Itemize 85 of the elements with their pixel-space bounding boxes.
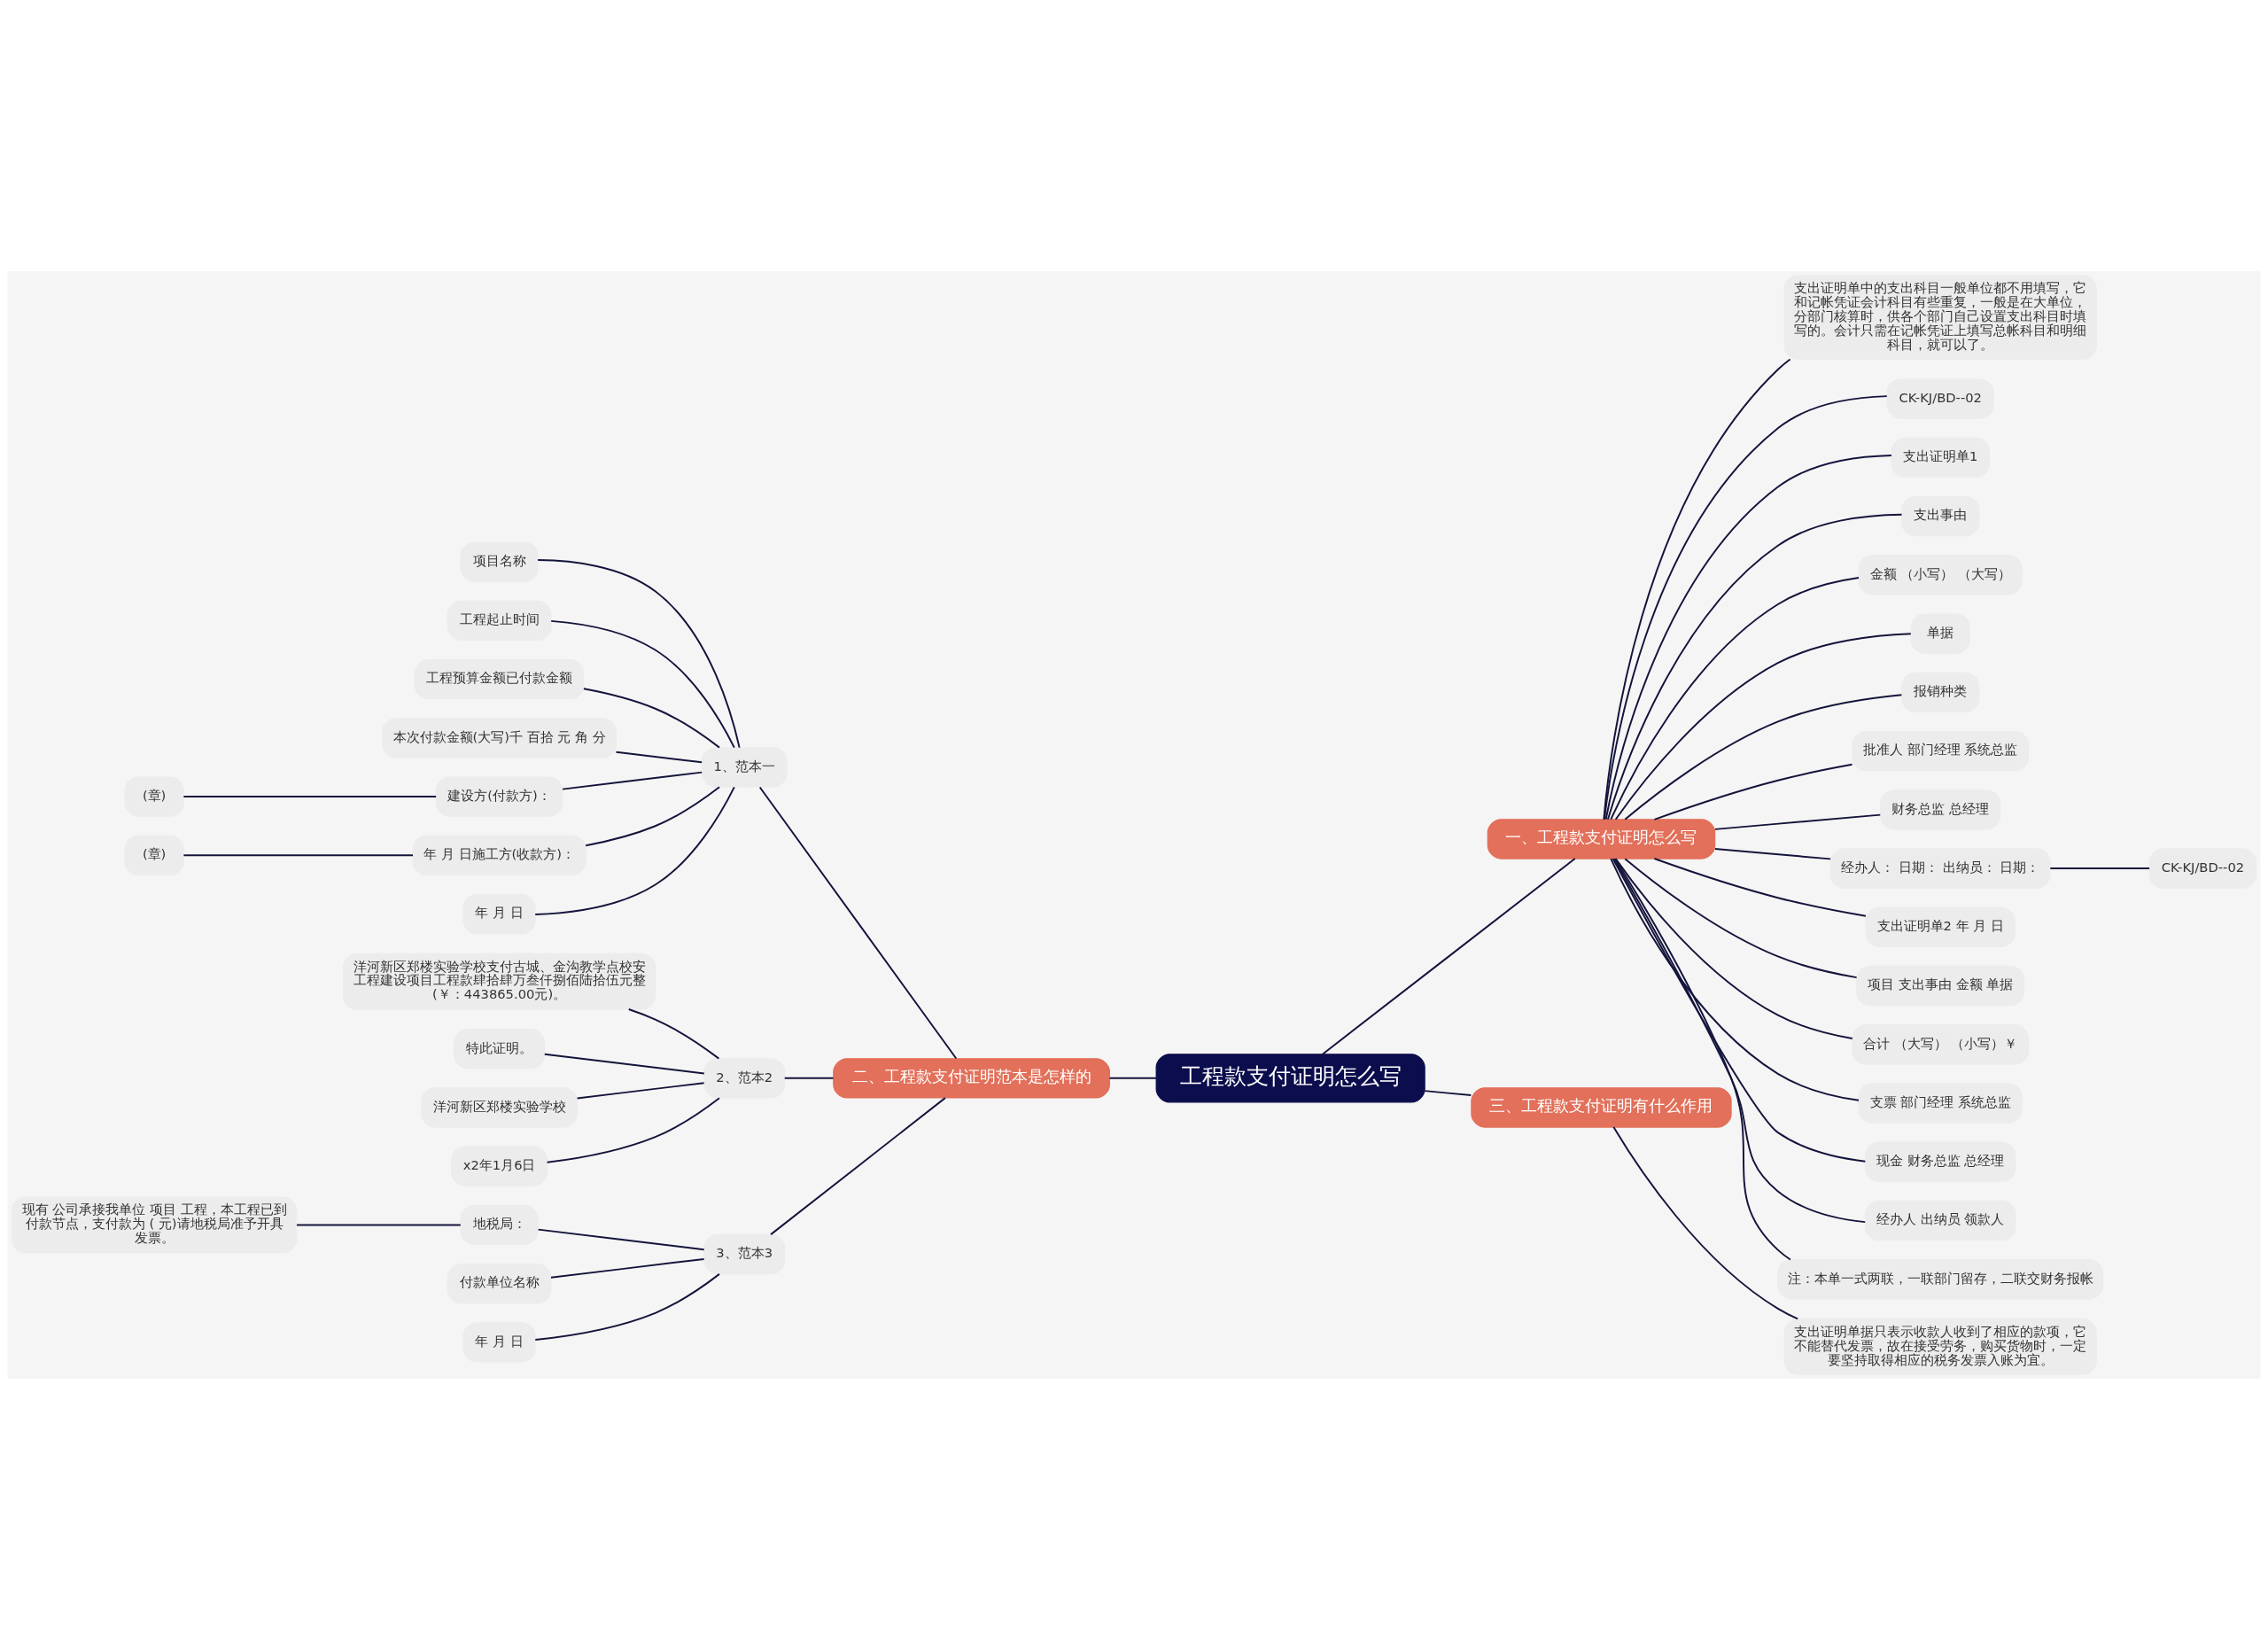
node-box: 地税局：: [460, 1204, 539, 1245]
connector: [2049, 867, 2151, 869]
node-box: (章): [124, 835, 184, 875]
connector: [183, 853, 414, 856]
connector: [585, 785, 720, 846]
connector: [537, 558, 741, 749]
node-box: 批准人 部门经理 系统总监: [1852, 730, 2030, 771]
node-box: 项目名称: [460, 541, 539, 582]
node-box: 现有 公司承接我单位 项目 工程，本工程已到付款节点，支付款为 ( 元)请地税局准予开具发票。: [11, 1196, 298, 1253]
node-box: 1、范本一: [701, 746, 788, 788]
node-box: CK-KJ/BD--02: [1886, 377, 1994, 419]
node-box: 洋河新区郑楼实验学校: [421, 1086, 578, 1128]
node-box: 工程款支付证明怎么写: [1155, 1053, 1425, 1102]
node-box: 支出证明单据只表示收款人收到了相应的款项，它不能替代发票，故在接受劳务，购买货物时，一定要坚持取得相应的税务发票入账为宜。: [1783, 1318, 2097, 1375]
connector: [770, 1096, 946, 1235]
node-box: CK-KJ/BD--02: [2148, 847, 2257, 889]
node-box: 单据: [1910, 612, 1970, 654]
connector: [534, 785, 735, 915]
connector: [296, 1223, 462, 1225]
connector: [1624, 857, 1858, 978]
node-box: 注：本单一式两联，一联部门留存，二联交财务报帐: [1777, 1258, 2104, 1299]
connector: [1610, 857, 1860, 1101]
node-box: 工程起止时间: [447, 600, 552, 641]
connector: [783, 1077, 835, 1079]
node-box: 报销种类: [1901, 672, 1980, 712]
connector: [1614, 632, 1912, 821]
node-box: 年 月 日: [462, 893, 536, 934]
node-box: 经办人： 日期： 出纳员： 日期：: [1829, 847, 2051, 889]
connector: [1713, 847, 1832, 860]
connector: [582, 687, 720, 749]
connector: [1321, 857, 1576, 1055]
node-box: 财务总监 总经理: [1880, 789, 2001, 830]
node-box: 特此证明。: [454, 1028, 546, 1069]
node-box: 建设方(付款方)：: [435, 775, 563, 817]
node-box: 二、工程款支付证明范本是怎样的: [833, 1057, 1110, 1098]
node-box: 合计 （大写） （小写）￥: [1852, 1023, 2030, 1064]
node-box: 年 月 日施工方(收款方)：: [412, 835, 586, 875]
connector: [543, 1053, 705, 1074]
connector: [1713, 813, 1882, 830]
connector: [1108, 1077, 1157, 1079]
node-box: 金额 （小写） （大写）: [1858, 554, 2023, 595]
node-box: 支出事由: [1901, 495, 1980, 536]
connector: [1653, 857, 1867, 917]
connector: [1653, 763, 1853, 821]
node-box: 支出证明单中的支出科目一般单位都不用填写，它和记帐凭证会计科目有些重复，一般是在大单位，分部门核算时，供各个部门自己设置支出科目时填写的。会计只需在记帐凭证上填写总帐科目和明细科目，就可以了。: [1783, 274, 2097, 360]
connector: [183, 795, 438, 797]
connector: [576, 1081, 705, 1099]
node-box: 工程预算金额已付款金额: [414, 658, 585, 699]
node-box: 3、范本3: [703, 1233, 786, 1274]
connector: [1624, 693, 1903, 821]
connector: [1612, 857, 1867, 1163]
connector: [627, 1007, 720, 1060]
connector: [550, 619, 735, 749]
connector: [537, 1228, 705, 1250]
node-box: x2年1月6日: [451, 1146, 548, 1186]
node-box: 2、范本2: [703, 1057, 786, 1098]
connector: [758, 786, 958, 1059]
connector: [1612, 1125, 1799, 1319]
connector: [1424, 1089, 1472, 1096]
connector: [534, 1272, 720, 1341]
node-box: 付款单位名称: [447, 1263, 552, 1303]
connector: [1604, 454, 1892, 820]
connector: [1603, 357, 1791, 821]
connector: [1612, 857, 1867, 1223]
connector: [1603, 394, 1888, 821]
connector: [1614, 857, 1853, 1039]
node-box: 三、工程款支付证明有什么作用: [1471, 1086, 1732, 1128]
node-box: 支票 部门经理 系统总监: [1858, 1082, 2023, 1124]
node-box: 支出证明单1: [1891, 437, 1991, 478]
connector: [550, 1257, 705, 1279]
node-box: 支出证明单2 年 月 日: [1865, 906, 2016, 947]
connector: [546, 1096, 720, 1163]
node-box: 一、工程款支付证明怎么写: [1487, 818, 1716, 860]
connector: [562, 771, 703, 790]
connector: [1614, 857, 1791, 1260]
connector: [1606, 513, 1903, 821]
node-box: 本次付款金额(大写)千 百拾 元 角 分: [382, 717, 617, 758]
connector: [1610, 576, 1860, 821]
node-box: (章): [124, 775, 184, 817]
node-box: 洋河新区郑楼实验学校支付古城、金沟教学点校安工程建设项目工程款肆拾肆万叁仟捌佰陆拾伍元整(￥：443865.00元)。: [342, 953, 656, 1010]
node-box: 现金 财务总监 总经理: [1864, 1141, 2016, 1182]
node-box: 年 月 日: [462, 1321, 536, 1363]
node-box: 经办人 出纳员 领款人: [1864, 1200, 2016, 1241]
connector: [615, 751, 703, 763]
node-box: 项目 支出事由 金额 单据: [1856, 965, 2025, 1006]
